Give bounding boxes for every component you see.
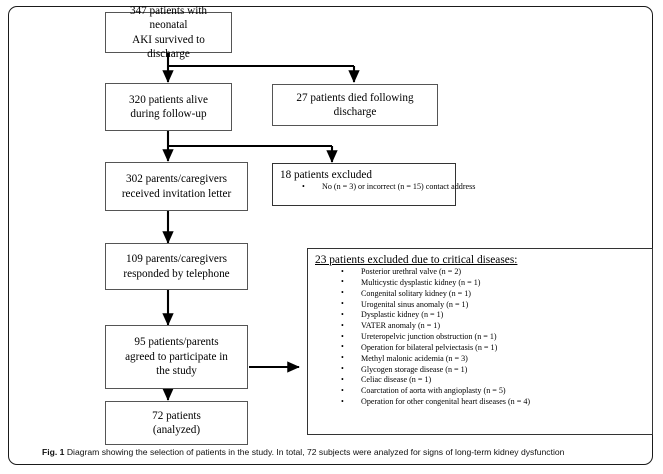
list-item: Urogenital sinus anomaly (n = 1) [315,299,646,311]
figure-caption-text: Diagram showing the selection of patient… [66,447,565,457]
list-item: Glycogen storage disease (n = 1) [315,364,646,376]
flow-node-agreed-label: 95 patients/parents agreed to participat… [125,336,228,378]
list-item: VATER anomaly (n = 1) [315,321,646,332]
exclusion-address-heading: 18 patients excluded [280,169,372,181]
list-item: No (n = 3) or incorrect (n = 15) contact… [280,182,475,193]
exclusion-critical-list: Posterior urethral valve (n = 2) Multicy… [315,267,646,408]
flow-node-alive: 320 patients alive during follow-up [105,83,232,131]
flow-node-enrolled: 347 patients with neonatal AKI survived … [105,5,232,60]
exclusion-box-critical: 23 patients excluded due to critical dis… [307,248,653,435]
exclusion-box-address: 18 patients excluded No (n = 3) or incor… [272,163,475,206]
list-item: Coarctation of aorta with angioplasty (n… [315,386,646,397]
exclusion-critical-heading: 23 patients excluded due to critical dis… [315,254,518,266]
flow-node-invited-label: 302 parents/caregivers received invitati… [121,173,232,200]
list-item: Ureteropelvic junction obstruction (n = … [315,332,646,343]
flow-node-died: 27 patients died following discharge [272,84,438,126]
list-item: Posterior urethral valve (n = 2) [315,267,646,278]
flow-node-responded-label: 109 parents/caregivers responded by tele… [123,253,230,280]
list-item: Congenital solitary kidney (n = 1) [315,288,646,300]
figure-caption-label: Fig. 1 [42,447,65,457]
flow-node-agreed: 95 patients/parents agreed to participat… [105,325,248,389]
flow-node-died-label: 27 patients died following discharge [296,91,414,119]
flow-node-alive-label: 320 patients alive during follow-up [129,93,208,121]
figure-caption: Fig. 1 Diagram showing the selection of … [42,446,622,458]
flow-node-enrolled-label: 347 patients with neonatal AKI survived … [129,4,208,61]
list-item: Dysplastic kidney (n = 1) [315,310,646,321]
flow-node-responded: 109 parents/caregivers responded by tele… [105,243,248,290]
exclusion-address-list: No (n = 3) or incorrect (n = 15) contact… [280,182,475,193]
flow-node-invited: 302 parents/caregivers received invitati… [105,162,248,211]
list-item: Operation for other congenital heart dis… [315,397,646,408]
list-item: Celiac disease (n = 1) [315,375,646,386]
list-item: Multicystic dysplastic kidney (n = 1) [315,277,646,289]
flow-node-analyzed-label: 72 patients (analyzed) [152,409,201,437]
list-item: Methyl malonic acidemia (n = 3) [315,353,646,365]
list-item: Operation for bilateral pelviectasis (n … [315,342,646,354]
flow-node-analyzed: 72 patients (analyzed) [105,401,248,445]
